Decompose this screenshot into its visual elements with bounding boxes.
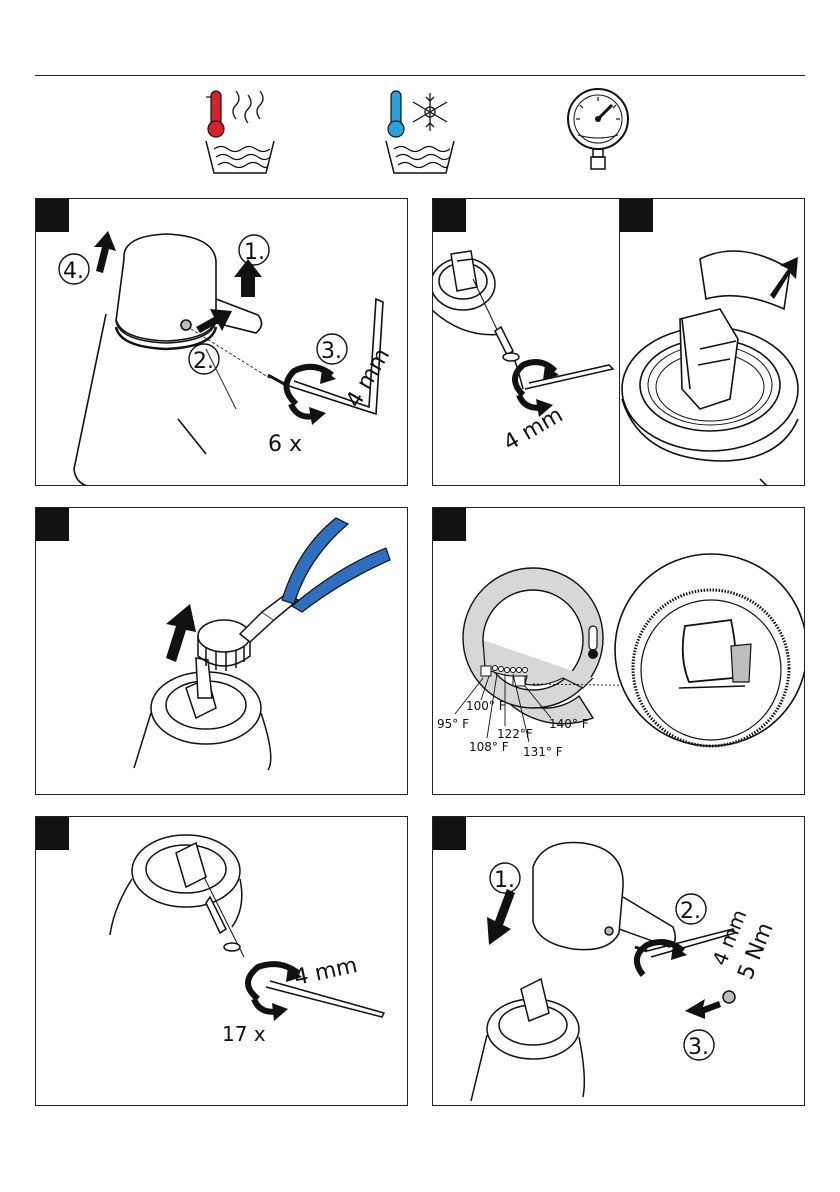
down-arrow (487, 889, 515, 945)
wrench-size-label: 4 mm (292, 953, 360, 991)
step-panel-5: 95° F 100° F 108° F 122°F 131° F 140° F (432, 507, 805, 795)
temp-100-label: 100° F (466, 699, 506, 713)
step-panel-2: 4 mm (432, 198, 620, 486)
step-2-label: 2. (680, 899, 701, 924)
ring-removal-illustration (36, 508, 408, 795)
turns-label: 17 x (222, 1022, 266, 1046)
cartridge-loosen-illustration (620, 199, 805, 486)
step-2-label: 2. (193, 349, 214, 374)
step-panel-4 (35, 507, 408, 795)
step-1-label: 1. (244, 240, 265, 265)
screw-removal-illustration: 4 mm (433, 199, 620, 486)
step-3-label: 3. (321, 339, 342, 364)
push-arrow (685, 999, 721, 1019)
step-3-label: 3. (688, 1035, 709, 1060)
cold-water-icon (380, 85, 460, 180)
temp-140-label: 140° F (549, 717, 589, 731)
handle-removal-illustration: 1. 4. 2. 3. 4 mm 6 x (36, 199, 408, 486)
step-panel-3 (619, 198, 805, 486)
temp-131-label: 131° F (523, 745, 563, 759)
step-panel-6: 4 mm 17 x (35, 816, 408, 1106)
step-1-label: 1. (494, 868, 515, 893)
up-arrow-4 (94, 231, 116, 273)
step-panel-1: 1. 4. 2. 3. 4 mm 6 x (35, 198, 408, 486)
temp-122-label: 122°F (497, 727, 533, 741)
step-panel-7: 1. 2. 3. 4 mm 5 Nm (432, 816, 805, 1106)
handle-reinstall-illustration: 1. 2. 3. 4 mm 5 Nm (433, 817, 805, 1106)
wrench-size-label: 4 mm (500, 403, 568, 457)
temp-108-label: 108° F (469, 740, 509, 754)
screw-tighten-illustration: 4 mm 17 x (36, 817, 408, 1106)
temperature-stop-illustration: 95° F 100° F 108° F 122°F 131° F 140° F (433, 508, 805, 795)
up-arrow (166, 604, 196, 662)
header-rule (35, 75, 805, 76)
step-4-label: 4. (63, 259, 84, 284)
temp-95-label: 95° F (437, 717, 469, 731)
turns-label: 6 x (268, 432, 302, 457)
pressure-gauge-icon (558, 85, 638, 175)
wrench-size-label: 4 mm (342, 344, 396, 412)
hot-water-icon (200, 85, 280, 180)
socket-tool (700, 251, 790, 309)
